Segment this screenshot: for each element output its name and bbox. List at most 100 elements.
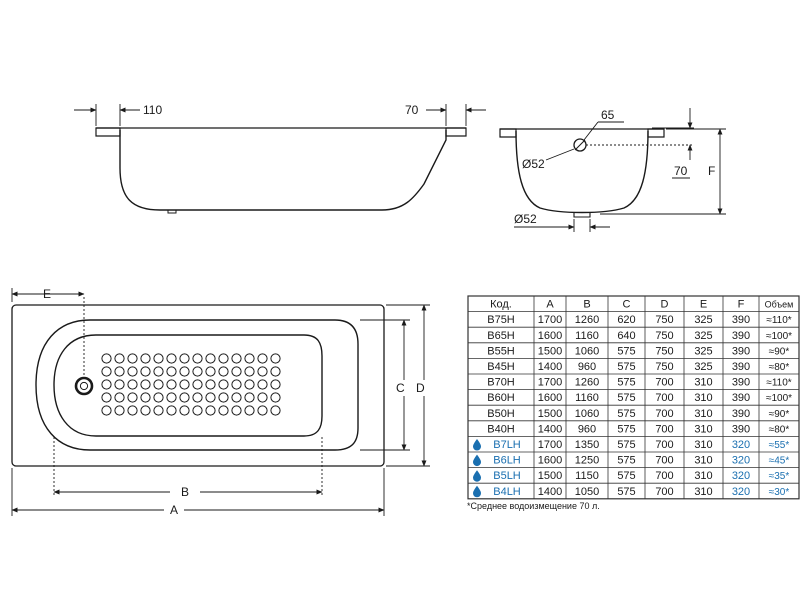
table-cell-a: 1500: [538, 408, 562, 420]
table-cell-c: 575: [617, 408, 635, 420]
table-header-cell: B: [583, 299, 590, 311]
table-cell-d: 700: [655, 486, 673, 498]
table-cell-f: 390: [732, 423, 750, 435]
table-cell-code: B5LH: [493, 470, 521, 482]
table-cell-a: 1700: [538, 377, 562, 389]
table-cell-e: 310: [694, 470, 712, 482]
table-cell-d: 700: [655, 423, 673, 435]
table-cell-f: 320: [732, 439, 750, 451]
table-cell-code: B45H: [487, 361, 515, 373]
table-cell-vol: ≈100*: [766, 331, 792, 342]
table-header-cell: Объем: [765, 300, 794, 310]
table-cell-e: 325: [694, 330, 712, 342]
table-cell-code: B70H: [487, 377, 515, 389]
plan-outer-rim: [11, 304, 385, 467]
table-cell-a: 1400: [538, 423, 562, 435]
table-cell-code: B50H: [487, 408, 515, 420]
table-cell-vol: ≈90*: [769, 409, 790, 420]
table-cell-b: 960: [578, 361, 596, 373]
dim-overflow-diameter: Ø52: [522, 157, 545, 171]
table-cell-c: 575: [617, 377, 635, 389]
dim-letter-b: B: [181, 485, 189, 499]
table-cell-f: 320: [732, 455, 750, 467]
table-cell-a: 1500: [538, 470, 562, 482]
table-cell-b: 1350: [575, 439, 599, 451]
table-cell-c: 640: [617, 330, 635, 342]
table-header-cell: F: [738, 299, 745, 311]
table-cell-c: 575: [617, 455, 635, 467]
table-cell-e: 310: [694, 439, 712, 451]
table-cell-a: 1600: [538, 392, 562, 404]
dim-overflow-offset: 65: [601, 108, 615, 122]
table-cell-code: B60H: [487, 392, 515, 404]
table-cell-vol: ≈110*: [766, 378, 791, 389]
side-rim-right: [445, 127, 467, 137]
table-cell-b: 1160: [575, 330, 599, 342]
table-cell-b: 1160: [575, 392, 599, 404]
table-cell-b: 1250: [575, 455, 599, 467]
table-cell-c: 575: [617, 361, 635, 373]
volume-footnote: *Среднее водоизмещение 70 л.: [467, 501, 600, 511]
dim-letter-f: F: [708, 164, 715, 178]
water-drop-icon: [473, 454, 481, 467]
table-cell-c: 620: [617, 314, 635, 326]
table-cell-vol: ≈45*: [769, 456, 790, 467]
table-cell-b: 1260: [575, 377, 599, 389]
table-cell-b: 1060: [575, 408, 599, 420]
table-cell-vol: ≈35*: [769, 471, 790, 482]
dim-letter-a: A: [170, 503, 178, 517]
dim-right-rim: 70: [405, 103, 419, 117]
side-view: [74, 104, 486, 214]
dim-drain-diameter: Ø52: [514, 212, 537, 226]
dim-left-rim: 110: [143, 103, 162, 117]
table-cell-code: B7LH: [493, 439, 521, 451]
table-cell-b: 960: [578, 423, 596, 435]
table-cell-vol: ≈80*: [769, 424, 790, 435]
table-cell-e: 310: [694, 423, 712, 435]
table-cell-code: B75H: [487, 314, 515, 326]
table-header-cell: E: [700, 299, 707, 311]
table-cell-d: 700: [655, 392, 673, 404]
table-cell-c: 575: [617, 345, 635, 357]
end-tub-body: [515, 130, 649, 214]
table-cell-e: 310: [694, 392, 712, 404]
table-cell-a: 1600: [538, 330, 562, 342]
table-cell-code: B65H: [487, 330, 515, 342]
table-cell-code: B55H: [487, 345, 515, 357]
dim-overflow-height: 70: [674, 164, 688, 178]
end-rim-right: [647, 128, 665, 138]
table-cell-d: 700: [655, 455, 673, 467]
table-cell-d: 750: [655, 361, 673, 373]
table-cell-f: 390: [732, 314, 750, 326]
table-cell-f: 390: [732, 377, 750, 389]
table-cell-b: 1060: [575, 345, 599, 357]
table-cell-f: 390: [732, 345, 750, 357]
table-cell-f: 320: [732, 470, 750, 482]
table-cell-d: 750: [655, 345, 673, 357]
table-cell-b: 1050: [575, 486, 599, 498]
table-cell-e: 325: [694, 345, 712, 357]
table-cell-c: 575: [617, 439, 635, 451]
table-cell-c: 575: [617, 423, 635, 435]
dim-letter-d: D: [416, 381, 425, 395]
table-cell-f: 390: [732, 330, 750, 342]
table-cell-b: 1260: [575, 314, 599, 326]
table-header-cell: Код.: [490, 299, 512, 311]
table-cell-f: 390: [732, 408, 750, 420]
table-cell-vol: ≈30*: [769, 487, 790, 498]
table-cell-f: 320: [732, 486, 750, 498]
water-drop-icon: [473, 439, 481, 451]
end-rim-left: [499, 128, 517, 138]
table-cell-d: 700: [655, 470, 673, 482]
table-cell-e: 310: [694, 486, 712, 498]
